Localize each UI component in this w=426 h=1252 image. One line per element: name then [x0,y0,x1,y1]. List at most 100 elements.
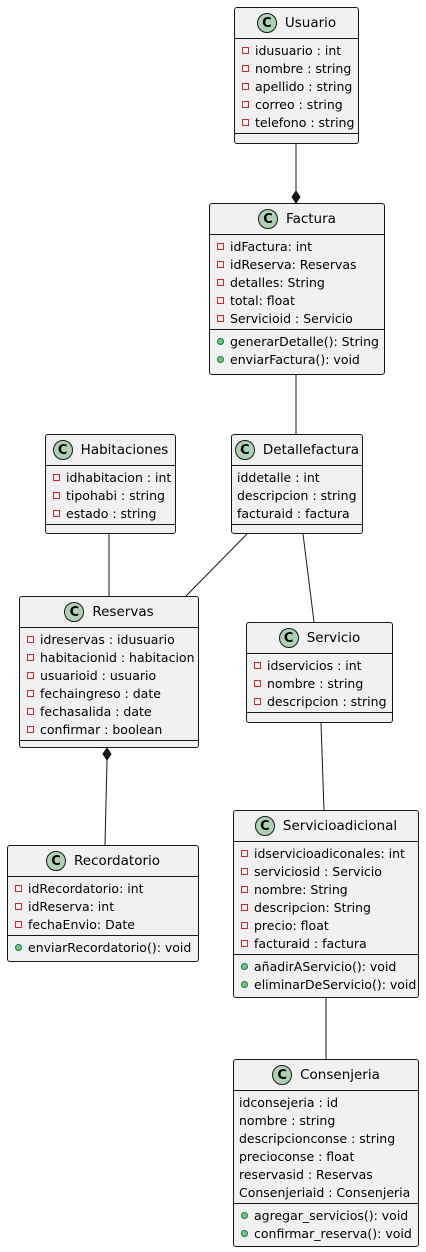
attribute-text: fechasalida : date [40,703,152,719]
class-header: C Servicioadicional [234,811,418,842]
class-header: C Servicio [247,623,392,654]
class-consenjeria[interactable]: C Consenjeria idconsejeria : id nombre :… [233,1059,419,1247]
attributes-section: idservicios : int nombre : string descri… [247,654,392,713]
attribute-row: reservasid : Reservas [234,1165,418,1183]
attribute-text: descripcion : string [237,487,357,503]
attribute-row: idusuario : int [235,41,358,59]
private-visibility-icon [15,920,22,928]
class-recordatorio[interactable]: C Recordatorio idRecordatorio: int idRes… [7,845,199,962]
attribute-text: idservicioadiconales: int [254,845,405,861]
attributes-section: iddetalle : int descripcion : string fac… [232,466,362,525]
class-name: Reservas [92,604,154,620]
class-badge-icon: C [258,209,279,229]
attribute-row: descripcion : string [247,692,392,710]
attribute-row: facturaid : factura [232,504,362,522]
attribute-text: iddetalle : int [237,469,320,485]
method-text: agregar_servicios(): void [254,1207,409,1223]
attribute-row: fechasalida : date [20,702,198,720]
attributes-section: idhabitacion : int tipohabi : string est… [46,466,175,525]
attribute-row: nombre : string [235,59,358,77]
class-servicio[interactable]: C Servicio idservicios : int nombre : st… [246,622,393,723]
attributes-section: idFactura: int idReserva: Reservas detal… [210,235,384,330]
private-visibility-icon [27,707,34,715]
attribute-row: habitacionid : habitacion [20,648,198,666]
attribute-text: tipohabi : string [66,487,165,503]
private-visibility-icon [242,100,249,108]
attribute-text: nombre : string [267,675,364,691]
method-row: generarDetalle(): String [210,332,384,350]
class-badge-icon: C [64,602,85,622]
class-name: Habitaciones [80,442,169,458]
link-detallefactura-servicio [302,533,315,623]
class-badge-icon: C [272,1065,293,1085]
private-visibility-icon [217,278,224,286]
class-servicioadicional[interactable]: C Servicioadicional idservicioadiconales… [233,810,419,998]
private-visibility-icon [242,118,249,126]
attribute-row: precio: float [234,916,418,934]
attribute-text: correo : string [255,96,343,112]
attribute-row: usuarioid : usuario [20,666,198,684]
attribute-text: reservasid : Reservas [239,1166,373,1182]
private-visibility-icon [254,697,261,705]
class-reservas[interactable]: C Reservas idreservas : idusuario habita… [19,596,199,748]
private-visibility-icon [241,885,248,893]
attributes-section: idconsejeria : id nombre : string descri… [234,1091,418,1204]
attribute-text: serviciosid : Servicio [254,863,382,879]
attribute-row: tipohabi : string [46,486,175,504]
class-habitaciones[interactable]: C Habitaciones idhabitacion : int tipoha… [45,434,176,534]
attribute-row: iddetalle : int [232,468,362,486]
class-usuario[interactable]: C Usuario idusuario : int nombre : strin… [234,7,359,144]
class-name: Servicioadicional [282,818,398,834]
public-visibility-icon [241,1211,248,1219]
class-badge-icon: C [52,440,73,460]
class-detallefactura[interactable]: C Detallefactura iddetalle : int descrip… [231,434,363,534]
attribute-text: idReserva: int [28,898,115,914]
attribute-text: nombre : string [255,60,352,76]
methods-section [235,134,358,146]
class-name: Servicio [306,630,361,646]
public-visibility-icon [241,980,248,988]
attribute-row: apellido : string [235,77,358,95]
attributes-section: idservicioadiconales: int serviciosid : … [234,842,418,955]
attribute-text: facturaid : factura [237,505,350,521]
attribute-text: precio: float [254,917,329,933]
attribute-row: idReserva: int [8,897,198,915]
private-visibility-icon [53,509,60,517]
private-visibility-icon [242,46,249,54]
attribute-row: total: float [210,291,384,309]
attribute-row: telefono : string [235,113,358,131]
attribute-row: detalles: String [210,273,384,291]
method-row: agregar_servicios(): void [234,1206,418,1224]
class-badge-icon: C [278,628,299,648]
method-row: confirmar_reserva(): void [234,1224,418,1242]
method-text: enviarFactura(): void [230,351,360,367]
methods-section: generarDetalle(): String enviarFactura()… [210,330,384,370]
private-visibility-icon [254,661,261,669]
class-header: C Reservas [20,597,198,628]
attribute-row: idRecordatorio: int [8,879,198,897]
attribute-row: correo : string [235,95,358,113]
attribute-text: idRecordatorio: int [28,880,144,896]
attribute-text: precioconse : float [239,1148,355,1164]
attribute-row: idReserva: Reservas [210,255,384,273]
attribute-text: idreservas : idusuario [40,631,175,647]
private-visibility-icon [15,902,22,910]
class-badge-icon: C [45,851,66,871]
link-servicio-servicioadicional [320,722,325,811]
methods-section [232,525,362,537]
attribute-row: nombre : string [234,1111,418,1129]
method-text: confirmar_reserva(): void [254,1225,412,1241]
class-name: Detallefactura [262,442,360,458]
class-header: C Habitaciones [46,435,175,466]
private-visibility-icon [217,314,224,322]
link-detallefactura-reservas [185,533,248,597]
class-header: C Consenjeria [234,1060,418,1091]
attribute-row: descripcionconse : string [234,1129,418,1147]
attribute-text: apellido : string [255,78,353,94]
private-visibility-icon [27,689,34,697]
attribute-text: idReserva: Reservas [230,256,357,272]
class-factura[interactable]: C Factura idFactura: int idReserva: Rese… [209,203,385,375]
attribute-text: total: float [230,292,295,308]
methods-section: agregar_servicios(): void confirmar_rese… [234,1204,418,1244]
attribute-row: nombre: String [234,880,418,898]
